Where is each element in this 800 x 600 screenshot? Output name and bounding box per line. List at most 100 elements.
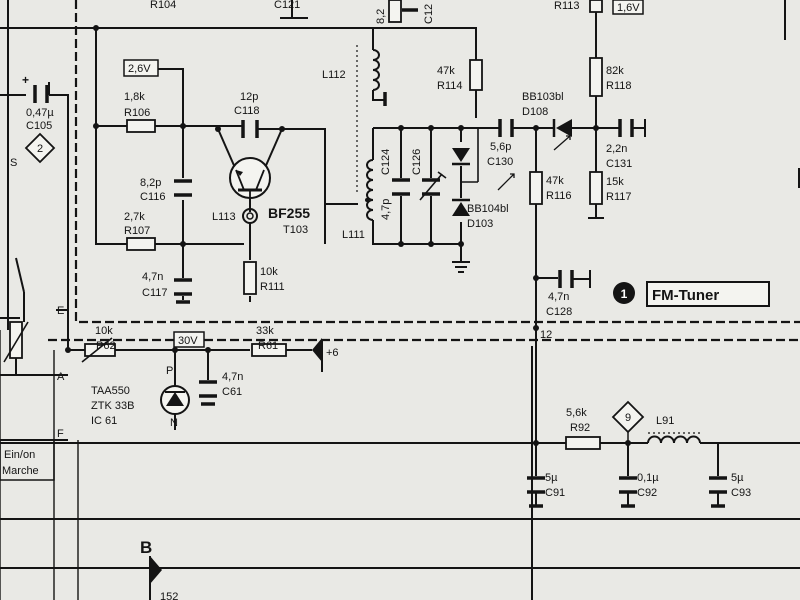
c91-value: 5µ [545,472,558,484]
junction-dots [65,25,631,446]
capacitor-c116: 8,2p C116 [140,177,192,203]
l111-ref: L111 [342,229,365,241]
resistor-r113: R113 1,6V [554,0,644,15]
voltage-1v6-label: 1,6V [617,2,640,14]
r107-value: 2,7k [124,211,145,223]
zener-type1: TAA550 [91,385,130,397]
fm-tuner-number: 1 [621,287,628,301]
r111-value: 10k [260,266,278,278]
resistor-r107: 2,7k R107 [124,211,156,251]
capacitor-c118: 12p C118 [234,91,259,138]
c126-ref: C126 [411,149,423,175]
partial-82-label: 8,2 [375,9,387,24]
c117-value: 4,7n [142,271,163,283]
r118-ref: R118 [606,80,631,92]
bus-b-connector: B 152 [140,538,178,600]
c61-ref: C61 [222,386,242,398]
r114-ref: R114 [437,80,462,92]
node-marker-2: 2 [24,132,56,164]
r107-ref: R107 [124,225,150,237]
r104-ref: R104 [150,0,176,11]
inductor-l91: L91 [647,415,701,444]
capacitor-c117: 4,7n C117 [142,271,192,304]
d108-type: BB103bl [522,91,564,103]
l91-ref: L91 [656,415,674,427]
r117-ref: R117 [606,191,631,203]
c128-ref: C128 [546,306,572,318]
t103-type: BF255 [268,205,310,221]
inductor-l111: L111 [342,159,374,241]
capacitor-c128: 4,7n C128 [546,270,591,318]
r61-value: 33k [256,325,274,337]
c117-ref: C117 [142,287,167,299]
capacitor-c124: C124 4,7p [380,149,410,220]
c128-value: 4,7n [548,291,569,303]
zener-pin-p: P [166,365,173,377]
shield-boundary [74,0,800,324]
partial-label-152: 152 [160,591,178,600]
c116-ref: C116 [140,191,165,203]
varicap-d108: BB103bl D108 [522,91,572,151]
c131-value: 2,2n [606,143,627,155]
c93-ref: C93 [731,487,751,499]
fm-tuner-name: FM-Tuner [652,287,719,304]
capacitor-c92: 0,1µ C92 [619,472,659,508]
resistor-r61: 33k R61 [251,325,287,357]
terminal-s: S [10,157,17,169]
c118-ref: C118 [234,105,259,117]
varicap-d103: BB104bl D103 [452,128,509,273]
resistor-r118: 82k R118 [589,57,631,97]
zener-type2: ZTK 33B [91,400,134,412]
c91-ref: C91 [545,487,565,499]
c121-ref: C121 [274,0,300,11]
bus-b-label: B [140,538,152,557]
r116-ref: R116 [546,190,571,202]
r118-value: 82k [606,65,624,77]
r92-value: 5,6k [566,407,587,419]
c118-value: 12p [240,91,258,103]
d103-type: BB104bl [467,203,509,215]
net-12-label: 12 [540,329,552,341]
c124-value: 4,7p [380,199,392,220]
capacitor-c105: + 0,47µ C105 [22,73,54,132]
capacitor-c61: 4,7n C61 [199,371,243,406]
switch-label-on: Ein/on [4,449,35,461]
top-partial-labels: R104 C121 8,2 C12 [150,0,435,24]
partial-c12-label: C12 [423,4,435,24]
connector-plus6: +6 [312,338,339,372]
node-2-label: 2 [37,143,43,155]
fm-tuner-label: 1 FM-Tuner [613,281,770,307]
d103-ref: D103 [467,218,493,230]
zener-ic61: P N TAA550 ZTK 33B IC 61 [91,365,190,430]
terminal-e: E [57,305,64,317]
r106-ref: R106 [124,107,150,119]
inductor-l112: L112 [322,45,387,195]
r117-value: 15k [606,176,624,188]
c124-ref: C124 [380,149,392,175]
potentiometer-left [3,257,29,375]
c116-value: 8,2p [140,177,161,189]
r113-ref: R113 [554,0,579,12]
r114-value: 47k [437,65,455,77]
c105-ref: C105 [26,120,52,132]
resistor-r111: 10k R111 [243,261,285,295]
resistor-r114: 47k R114 [437,59,483,92]
l112-ref: L112 [322,69,346,81]
ferrite-l113: L113 [212,208,258,224]
voltage-tag-30v: 30V [173,331,205,348]
voltage-2v6-label: 2,6V [128,63,151,75]
resistor-r106: 1,8k R106 [124,91,156,133]
c130-value: 5,6p [490,141,511,153]
c130-ref: C130 [487,156,513,168]
c93-value: 5µ [731,472,744,484]
p62-value: 10k [95,325,113,337]
transistor-t103: BF255 T103 [229,157,310,236]
zener-pin-n: N [170,417,178,429]
terminal-f: F [57,428,64,440]
r111-ref: R111 [260,281,285,293]
c131-ref: C131 [606,158,632,170]
potentiometer-p62: 10k P62 [81,325,116,363]
svg-text:+: + [22,73,29,87]
